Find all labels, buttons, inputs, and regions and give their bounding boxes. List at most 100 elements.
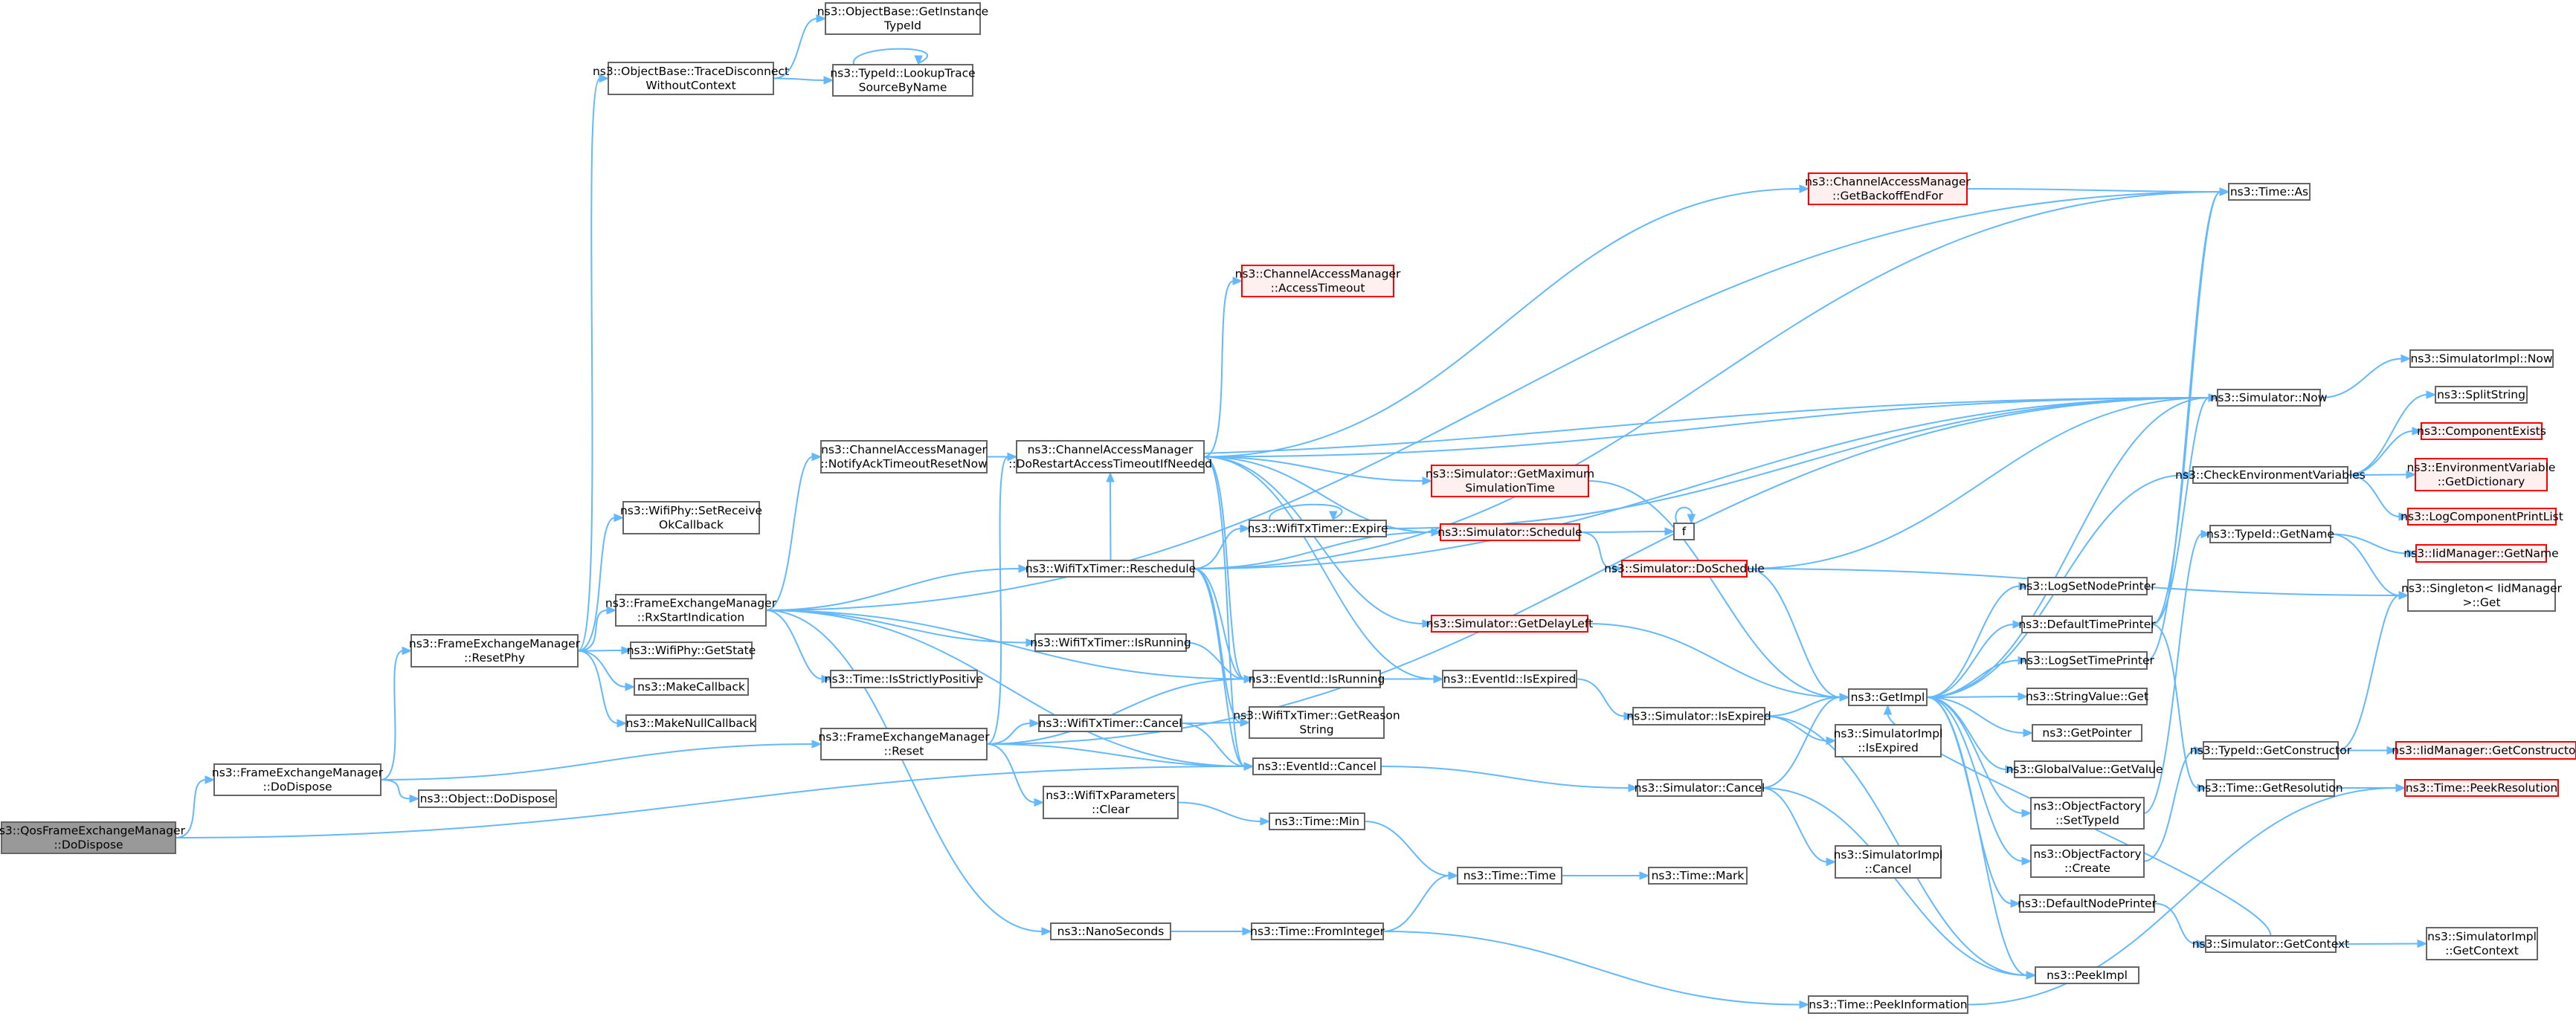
- node-root[interactable]: ns3::QosFrameExchangeManager::DoDispose: [0, 821, 186, 854]
- node-box: [1269, 812, 1365, 830]
- node-cam-accesstimeout[interactable]: ns3::ChannelAccessManager::AccessTimeout: [1235, 265, 1401, 297]
- node-checkenvvars[interactable]: ns3::CheckEnvironmentVariables: [2175, 466, 2366, 484]
- edge-sim-now-to-simimpl-now: [2319, 358, 2403, 398]
- edge-getimpl-to-peekimpl: [1926, 697, 2028, 976]
- node-logsetnodeprinter[interactable]: ns3::LogSetNodePrinter: [2019, 577, 2156, 595]
- node-defaulttimeprinter[interactable]: ns3::DefaultTimePrinter: [2018, 615, 2156, 633]
- node-label: ns3::ChannelAccessManager: [1235, 268, 1401, 281]
- node-logsettimeprinter[interactable]: ns3::LogSetTimePrinter: [2020, 651, 2155, 670]
- edge-arrowhead: [2196, 940, 2207, 948]
- node-typeid-getname[interactable]: ns3::TypeId::GetName: [2206, 525, 2334, 543]
- node-box: [1621, 560, 1748, 578]
- node-simimpl-isexpired[interactable]: ns3::SimulatorImpl::IsExpired: [1834, 724, 1943, 757]
- node-label: ::IsExpired: [1858, 741, 1919, 754]
- node-globalvalue-get[interactable]: ns3::GlobalValue::GetValue: [2006, 760, 2163, 778]
- node-fem-rxstart[interactable]: ns3::FrameExchangeManager::RxStartIndica…: [605, 594, 777, 627]
- node-sim-schedule[interactable]: ns3::Simulator::Schedule: [1437, 523, 1582, 541]
- node-label: ns3::StringValue::Get: [2026, 690, 2148, 703]
- node-getimpl[interactable]: ns3::GetImpl: [1848, 688, 1928, 706]
- node-componentexists[interactable]: ns3::ComponentExists: [2417, 422, 2546, 440]
- node-eventid-cancel[interactable]: ns3::EventId::Cancel: [1252, 757, 1382, 775]
- node-label: ns3::Time::GetResolution: [2197, 781, 2342, 795]
- node-wtp-clear[interactable]: ns3::WifiTxParameters::Clear: [1043, 786, 1179, 819]
- node-sim-cancel[interactable]: ns3::Simulator::Cancel: [1635, 779, 1765, 797]
- node-objbase-tracedis[interactable]: ns3::ObjectBase::TraceDisconnectWithoutC…: [593, 62, 789, 95]
- node-iidmanager-getconstructor[interactable]: ns3::IidManager::GetConstructor: [2392, 741, 2576, 760]
- node-singleton-get[interactable]: ns3::Singleton< IidManager >::Get: [2401, 579, 2563, 612]
- edge-typeid-getname-to-iidmanager-getname: [2330, 533, 2409, 555]
- node-getpointer[interactable]: ns3::GetPointer: [2032, 724, 2142, 742]
- edge-fem-rxstart-to-eventid-isrunning: [765, 610, 1246, 680]
- node-box: [2205, 935, 2337, 953]
- node-label: ns3::SimulatorImpl: [2427, 930, 2537, 943]
- node-cam-getbackoff[interactable]: ns3::ChannelAccessManager::GetBackoffEnd…: [1805, 172, 1971, 205]
- node-time-mark[interactable]: ns3::Time::Mark: [1648, 867, 1748, 885]
- node-defaultnodeprinter[interactable]: ns3::DefaultNodePrinter: [2018, 894, 2157, 913]
- node-fem-resetphy[interactable]: ns3::FrameExchangeManager::ResetPhy: [409, 634, 581, 668]
- node-sim-doschedule[interactable]: ns3::Simulator::DoSchedule: [1604, 560, 1765, 578]
- node-box: [622, 501, 760, 534]
- node-sim-getdelayleft[interactable]: ns3::Simulator::GetDelayLeft: [1426, 615, 1593, 633]
- node-f[interactable]: f: [1673, 523, 1695, 540]
- node-time-as[interactable]: ns3::Time::As: [2228, 183, 2311, 201]
- node-time-peekinfo[interactable]: ns3::Time::PeekInformation: [1808, 995, 1968, 1014]
- node-time-isstrictlypos[interactable]: ns3::Time::IsStrictlyPositive: [825, 670, 984, 688]
- node-time-min[interactable]: ns3::Time::Min: [1269, 812, 1365, 830]
- node-wtt-reschedule[interactable]: ns3::WifiTxTimer::Reschedule: [1025, 560, 1196, 578]
- node-box: [2421, 422, 2543, 440]
- node-time-getresolution[interactable]: ns3::Time::GetResolution: [2197, 779, 2343, 797]
- node-simimpl-cancel[interactable]: ns3::SimulatorImpl::Cancel: [1834, 845, 1943, 879]
- node-fem-reset[interactable]: ns3::FrameExchangeManager::Reset: [818, 728, 990, 760]
- node-box: [832, 64, 973, 97]
- node-simimpl-getcontext[interactable]: ns3::SimulatorImpl::GetContext: [2426, 927, 2538, 960]
- node-box: [213, 763, 381, 796]
- edge-wtt-reschedule-to-sim-now: [1193, 397, 2210, 569]
- node-cam-dorestart[interactable]: ns3::ChannelAccessManager::DoRestartAcce…: [1008, 440, 1212, 474]
- node-stringvalue-get[interactable]: ns3::StringValue::Get: [2026, 688, 2148, 705]
- node-makenullcallback[interactable]: ns3::MakeNullCallback: [625, 714, 756, 732]
- edge-objbase-tracedis-to-objbase-getinst: [773, 18, 818, 80]
- node-envvar-getdict[interactable]: ns3::EnvironmentVariable::GetDictionary: [2407, 458, 2556, 491]
- edge-arrowhead: [2400, 354, 2412, 363]
- node-fem-dodispose[interactable]: ns3::FrameExchangeManager::DoDispose: [212, 763, 384, 796]
- node-iidmanager-getname[interactable]: ns3::IidManager::GetName: [2403, 544, 2559, 563]
- node-logcomponentprintlist[interactable]: ns3::LogComponentPrintList: [2400, 508, 2563, 526]
- node-label: ns3::FrameExchangeManager: [212, 766, 384, 780]
- edge-layer: [175, 14, 2437, 1009]
- edge-sim-getmax-to-getimpl: [1588, 480, 1841, 698]
- node-makecallback[interactable]: ns3::MakeCallback: [634, 678, 749, 696]
- node-label: ::Create: [2064, 862, 2110, 875]
- node-wtt-expire[interactable]: ns3::WifiTxTimer::Expire: [1247, 520, 1388, 537]
- node-sim-now[interactable]: ns3::Simulator::Now: [2211, 389, 2328, 407]
- node-label: ns3::Time::Time: [1464, 869, 1556, 882]
- node-label: ns3::Simulator::IsExpired: [1626, 710, 1771, 723]
- node-simimpl-now[interactable]: ns3::SimulatorImpl::Now: [2409, 349, 2554, 368]
- node-sim-isexpired[interactable]: ns3::Simulator::IsExpired: [1626, 707, 1771, 725]
- node-label: ns3::TypeId::GetName: [2206, 528, 2334, 541]
- node-objfactory-settypeid[interactable]: ns3::ObjectFactory::SetTypeId: [2030, 797, 2145, 830]
- node-eventid-isrunning[interactable]: ns3::EventId::IsRunning: [1249, 670, 1385, 688]
- node-nanoseconds[interactable]: ns3::NanoSeconds: [1050, 922, 1171, 940]
- node-obj-dodispose[interactable]: ns3::Object::DoDispose: [418, 789, 557, 808]
- node-eventid-isexpired[interactable]: ns3::EventId::IsExpired: [1442, 670, 1577, 688]
- node-typeid-getconstructor[interactable]: ns3::TypeId::GetConstructor: [2190, 741, 2352, 760]
- node-sim-getcontext[interactable]: ns3::Simulator::GetContext: [2192, 935, 2350, 953]
- node-box: [615, 594, 767, 627]
- node-time-peekresolution[interactable]: ns3::Time::PeekResolution: [2404, 779, 2559, 797]
- node-wifiphy-getstate[interactable]: ns3::WifiPhy::GetState: [627, 641, 756, 659]
- node-time-frominteger[interactable]: ns3::Time::FromInteger: [1250, 922, 1385, 940]
- node-wtt-cancel[interactable]: ns3::WifiTxTimer::Cancel: [1038, 714, 1182, 732]
- node-objfactory-create[interactable]: ns3::ObjectFactory::Create: [2030, 844, 2145, 878]
- node-wtt-isrunning[interactable]: ns3::WifiTxTimer::IsRunning: [1030, 633, 1191, 652]
- edge-root-to-eventid-cancel: [175, 766, 1246, 838]
- node-splitstring[interactable]: ns3::SplitString: [2435, 386, 2528, 404]
- node-peekimpl[interactable]: ns3::PeekImpl: [2035, 966, 2139, 984]
- node-time-time[interactable]: ns3::Time::Time: [1457, 867, 1562, 885]
- node-cam-notifyack[interactable]: ns3::ChannelAccessManager::NotifyAckTime…: [820, 440, 988, 474]
